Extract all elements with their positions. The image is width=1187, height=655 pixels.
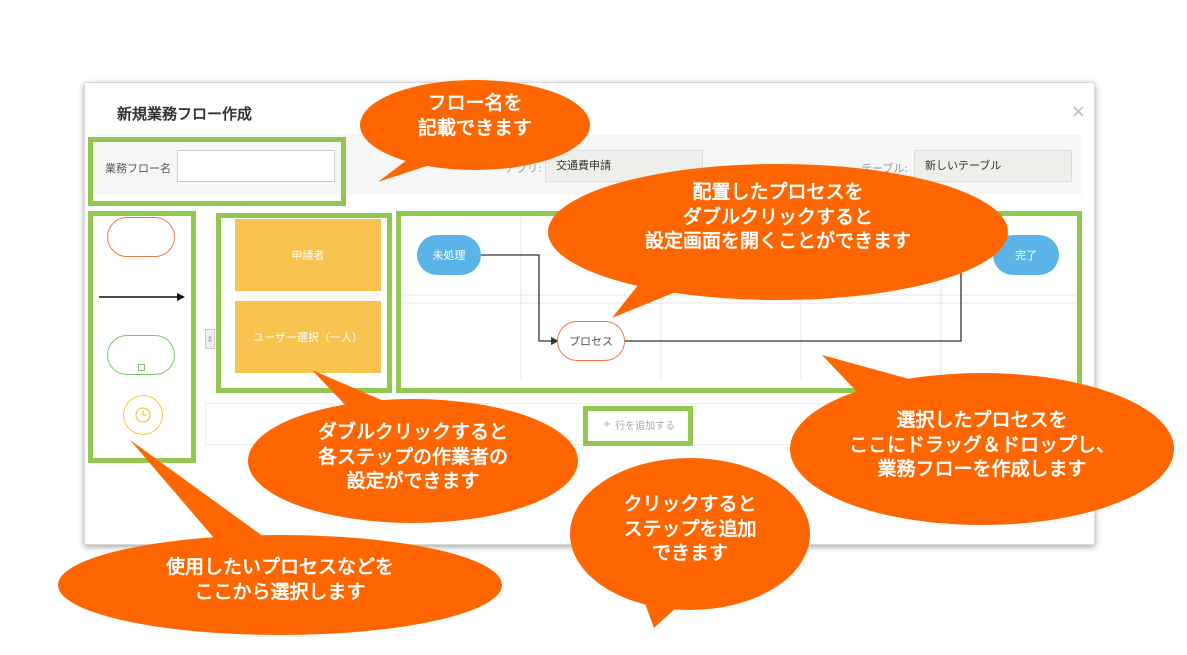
lane-label-user-select[interactable]: ユーザー選択（一人） [235,301,381,373]
table-field: 新しいテーブル [914,150,1072,182]
dialog-title: 新規業務フロー作成 [117,105,253,123]
callout-add-step-text: クリックすると ステップを追加 できます [623,493,757,565]
lane-label-applicant[interactable]: 申請者 [235,219,381,291]
flow-canvas[interactable]: 未処理 プロセス 完了 [401,215,1077,379]
palette-state-shape[interactable] [107,217,175,257]
palette-arrow[interactable] [99,293,185,301]
callout-process-setting-text: 配置したプロセスを ダブルクリックすると 設定画面を開くことができます [644,181,911,253]
flow-name-label: 業務フロー名 [105,162,171,175]
palette-timer-shape[interactable] [123,395,163,435]
flow-name-input[interactable] [177,150,335,182]
callout-step-worker-text: ダブルクリックすると 各ステップの作業者の 設定ができます [317,421,508,493]
callout-flow-name-text: フロー名を 記載できます [417,92,532,139]
clock-icon [134,406,151,423]
node-start[interactable]: 未処理 [417,235,481,275]
add-row-label: 行を追加する [615,420,676,432]
flow-meta-bar: 業務フロー名 アプリ: 交通費申請 テーブル: 新しいテーブル [93,135,1082,195]
arrow-icon [99,293,185,301]
close-icon[interactable]: × [1070,101,1086,122]
process-marker-icon [138,364,145,371]
add-row-button[interactable]: + 行を追加する [589,413,689,435]
callout-palette-text: 使用したいプロセスなどを ここから選択します [165,556,394,603]
plus-icon: + [602,418,612,430]
palette-process-shape[interactable] [107,335,175,375]
callout-drag-drop-text: 選択したプロセスを ここにドラッグ＆ドロップし、 業務フローを作成します [848,409,1115,481]
node-process[interactable]: プロセス [557,321,625,361]
lane-scroll-handle[interactable]: ⇕ [205,329,215,349]
